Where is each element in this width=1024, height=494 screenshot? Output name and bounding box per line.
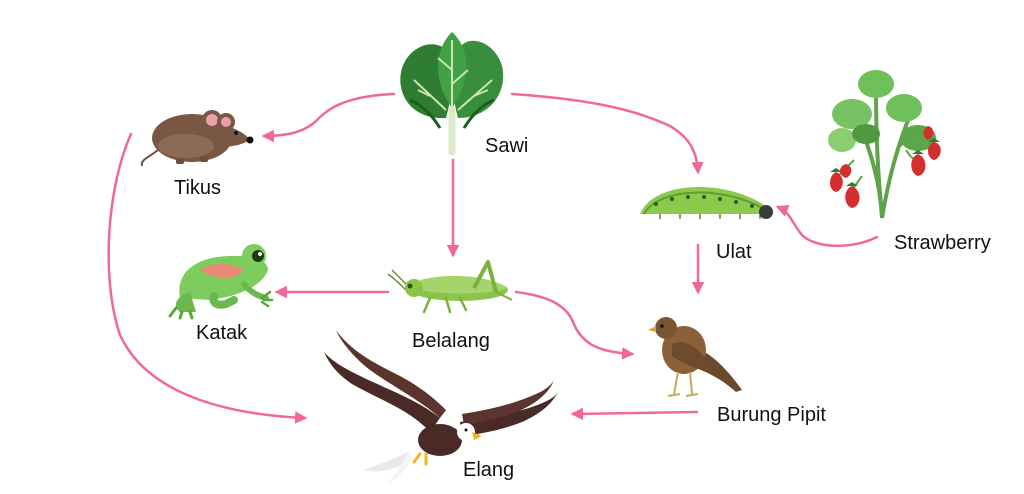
sparrow-icon: [648, 317, 742, 397]
label-katak: Katak: [196, 322, 248, 344]
mustard-greens-icon: [400, 32, 504, 156]
caterpillar-icon: [640, 187, 774, 219]
arrow-sawi-tikus: [261, 92, 396, 143]
strawberry-plant-icon: [828, 70, 941, 219]
label-elang: Elang: [463, 459, 515, 481]
arrow-sawi-ulat: [510, 92, 704, 175]
label-belalang: Belalang: [412, 330, 490, 352]
arrow-burungpipit-elang: [570, 407, 699, 421]
grasshopper-icon: [387, 260, 513, 314]
label-ulat: Ulat: [716, 241, 752, 263]
label-sawi: Sawi: [485, 135, 529, 157]
label-strawberry: Strawberry: [894, 232, 991, 254]
frog-icon: [168, 244, 274, 320]
label-tikus: Tikus: [174, 177, 222, 199]
arrow-belalang-burungpipit: [514, 290, 635, 360]
label-burung-pipit: Burung Pipit: [717, 404, 826, 426]
eagle-icon: [324, 330, 558, 484]
arrow-strawberry-ulat: [775, 205, 879, 247]
arrow-tikus-elang: [107, 132, 308, 424]
mouse-icon: [140, 110, 254, 167]
